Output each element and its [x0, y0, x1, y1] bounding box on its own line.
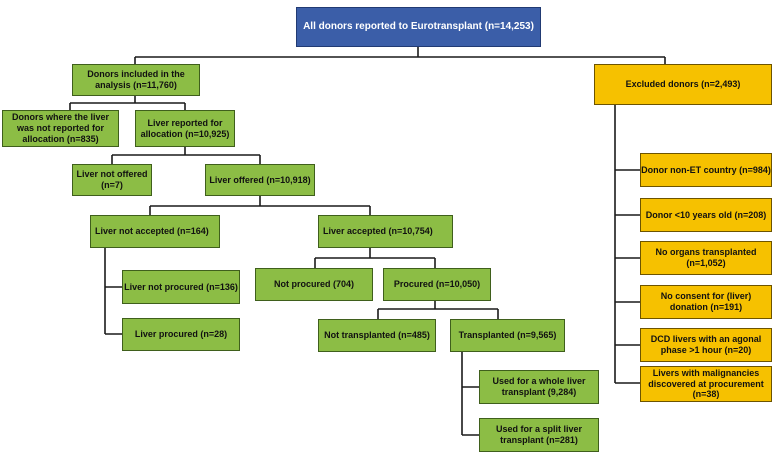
- procured-box: Procured (n=10,050): [383, 268, 491, 301]
- whole-liver-box: Used for a whole liver transplant (9,284…: [479, 370, 599, 404]
- malignancies-box: Livers with malignancies discovered at p…: [640, 366, 772, 402]
- dcd-livers-box: DCD livers with an agonal phase >1 hour …: [640, 328, 772, 362]
- offered-box: Liver offered (n=10,918): [205, 164, 315, 196]
- not-transplanted-box: Not transplanted (n=485): [318, 319, 436, 352]
- not-offered-box: Liver not offered (n=7): [72, 164, 152, 196]
- under-10-box: Donor <10 years old (n=208): [640, 198, 772, 232]
- not-accepted-box: Liver not accepted (n=164): [90, 215, 220, 248]
- liver-procured-box: Liver procured (n=28): [122, 318, 240, 351]
- non-et-country-box: Donor non-ET country (n=984): [640, 153, 772, 187]
- not-reported-box: Donors where the liver was not reported …: [2, 110, 119, 147]
- excluded-donors-box: Excluded donors (n=2,493): [594, 64, 772, 105]
- not-procured-box: Not procured (704): [255, 268, 373, 301]
- no-consent-box: No consent for (liver) donation (n=191): [640, 285, 772, 319]
- split-liver-box: Used for a split liver transplant (n=281…: [479, 418, 599, 452]
- included-donors-box: Donors included in the analysis (n=11,76…: [72, 64, 200, 96]
- liver-not-procured-box: Liver not procured (n=136): [122, 270, 240, 304]
- all-donors-box: All donors reported to Eurotransplant (n…: [296, 7, 541, 47]
- no-organs-box: No organs transplanted (n=1,052): [640, 241, 772, 275]
- accepted-box: Liver accepted (n=10,754): [318, 215, 453, 248]
- reported-box: Liver reported for allocation (n=10,925): [135, 110, 235, 147]
- transplanted-box: Transplanted (n=9,565): [450, 319, 565, 352]
